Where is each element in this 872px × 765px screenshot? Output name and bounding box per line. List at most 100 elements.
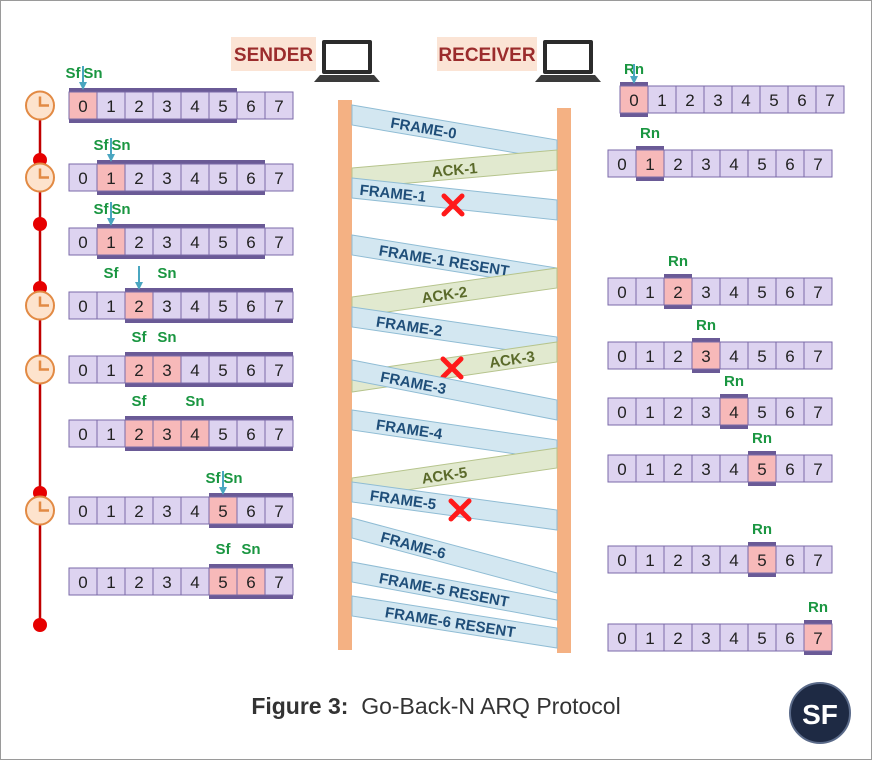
seq-cell [264, 91, 294, 120]
seq-number: 6 [246, 97, 255, 116]
sn-marker: Sn [157, 329, 176, 346]
seq-cell [787, 85, 817, 114]
seq-cell [803, 341, 833, 370]
seq-number: 0 [617, 347, 626, 366]
seq-number: 7 [813, 347, 822, 366]
seq-cell [607, 454, 637, 483]
seq-number: 7 [825, 91, 834, 110]
seq-cell [68, 567, 98, 596]
seq-number: 0 [617, 283, 626, 302]
seq-cell [152, 163, 182, 192]
seq-cell [691, 545, 721, 574]
figure-caption: Figure 3: Go-Back-N ARQ Protocol [0, 693, 872, 720]
seq-cell [775, 149, 805, 178]
seq-cell [264, 355, 294, 384]
seq-cell [180, 163, 210, 192]
seq-number: 2 [673, 403, 682, 422]
seq-number: 4 [729, 551, 738, 570]
seq-number: 6 [785, 347, 794, 366]
seq-cell [152, 496, 182, 525]
seq-number: 6 [785, 403, 794, 422]
receiver-window-bar-top [720, 394, 748, 398]
sf-logo: SF [789, 682, 851, 744]
sf-marker: Sf [66, 65, 82, 82]
seq-number: 2 [134, 361, 143, 380]
sender-window-bar-top [209, 564, 293, 568]
seq-cell [607, 623, 637, 652]
caption-text: Go-Back-N ARQ Protocol [361, 693, 621, 719]
seq-number: 0 [617, 629, 626, 648]
seq-cell [236, 291, 266, 320]
seq-cell [607, 277, 637, 306]
cross-stroke [440, 356, 464, 380]
seq-number: 2 [673, 155, 682, 174]
sf-marker: Sf [94, 137, 110, 154]
seq-number: 2 [673, 460, 682, 479]
seq-number: 4 [190, 573, 199, 592]
receiver-window-bar-top [664, 274, 692, 278]
ack-label: ACK-1 [431, 160, 478, 181]
frame-message: FRAME-0 [351, 104, 558, 161]
sf-marker: Sf [206, 470, 222, 487]
sender-laptop-icon [314, 40, 380, 82]
sender-window-bar-top [209, 493, 293, 497]
seq-number: 1 [106, 233, 115, 252]
frame-band [351, 359, 558, 421]
receiver-window-bar-top [692, 338, 720, 342]
seq-cell [124, 291, 154, 320]
seq-number: 4 [190, 97, 199, 116]
sender-window-bar-bottom [69, 119, 237, 123]
seq-cell [68, 496, 98, 525]
seq-number: 4 [741, 91, 750, 110]
receiver-window-bar-bottom [620, 113, 648, 117]
rn-marker: Rn [668, 253, 688, 270]
sender-window-bar-bottom [125, 319, 293, 323]
seq-cell [619, 85, 649, 114]
seq-cell [635, 397, 665, 426]
sn-marker: Sn [111, 201, 130, 218]
seq-number: 0 [617, 551, 626, 570]
receiver-window-bar-top [748, 542, 776, 546]
seq-cell [815, 85, 845, 114]
ack-label: ACK-2 [421, 284, 469, 307]
seq-cell [747, 397, 777, 426]
sender-label-text: SENDER [234, 45, 313, 66]
seq-number: 7 [274, 233, 283, 252]
frame-label: FRAME-4 [375, 417, 444, 444]
seq-number: 4 [729, 283, 738, 302]
seq-number: 2 [134, 297, 143, 316]
seq-number: 6 [246, 502, 255, 521]
seq-number: 2 [685, 91, 694, 110]
seq-number: 7 [813, 460, 822, 479]
seq-number: 4 [729, 155, 738, 174]
sf-marker: Sf [132, 329, 148, 346]
receiver-window-bar-top [620, 82, 648, 86]
sender-window-bar-top [69, 88, 237, 92]
seq-cell [747, 545, 777, 574]
seq-number: 3 [701, 551, 710, 570]
frame-band [351, 561, 558, 621]
seq-number: 1 [645, 155, 654, 174]
receiver-window-bar-top [804, 620, 832, 624]
seq-cell [635, 623, 665, 652]
seq-cell [719, 341, 749, 370]
seq-number: 7 [274, 297, 283, 316]
receiver-label-box [437, 37, 537, 71]
seq-cell [236, 91, 266, 120]
timer-clock-icon [25, 290, 55, 321]
seq-number: 7 [274, 573, 283, 592]
seq-number: 4 [729, 460, 738, 479]
sender-window-row: Sf Sn [125, 329, 293, 387]
receiver-post [557, 108, 571, 653]
seq-cell [96, 567, 126, 596]
seq-cell [607, 341, 637, 370]
